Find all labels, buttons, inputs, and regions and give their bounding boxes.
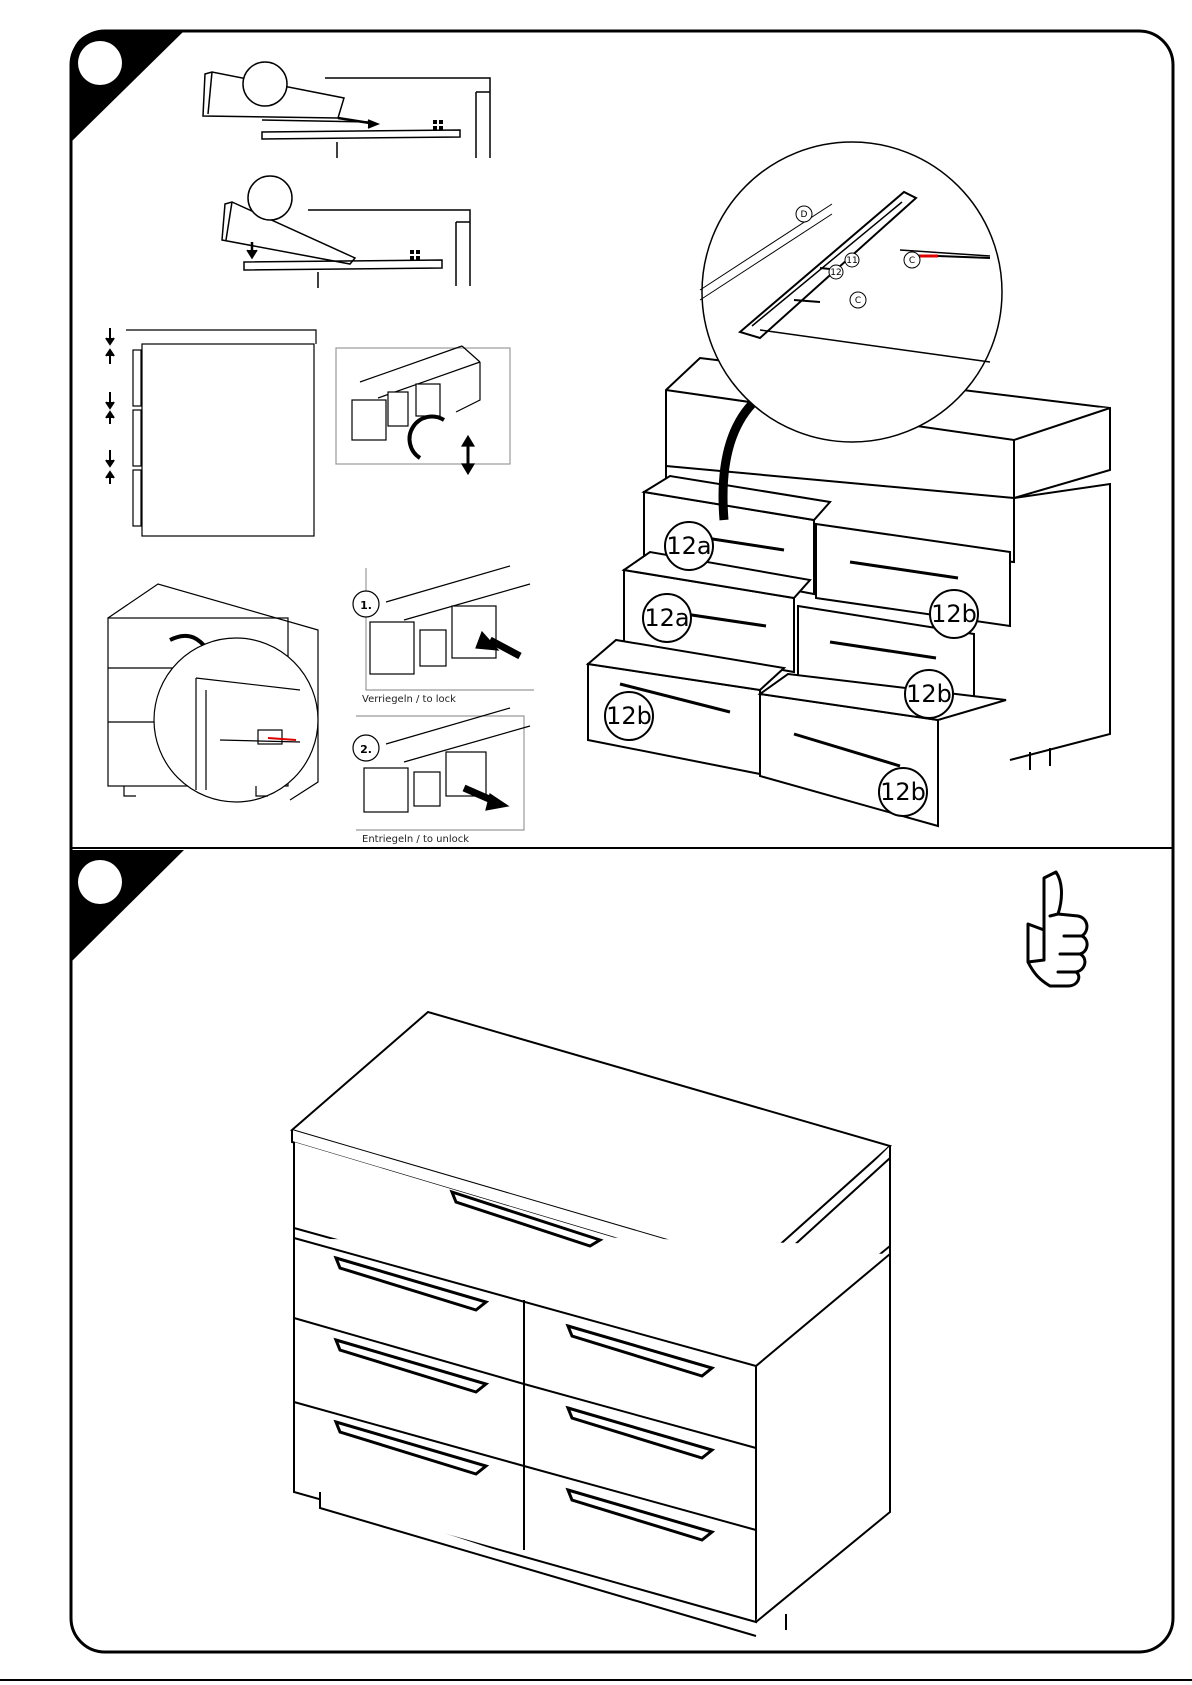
front-gap-diagram [106,328,316,536]
drawer-label-12a-1: 12a [666,532,711,560]
unlock-detail: 2. Entriegeln / to unlock [353,708,530,845]
drawer-label-12a-2: 12a [644,604,689,632]
callout-c-1: C [909,256,915,266]
step-panel-bottom [71,850,1087,1636]
drawer-label-12b-3: 12b [606,702,652,730]
drawer-insert-diagram-1 [203,62,490,158]
callout-d: D [801,210,808,220]
drawer-label-12b-1: 12b [931,600,977,628]
step-badge-bottom [71,850,184,962]
height-adjust-detail [336,346,510,474]
drawer-label-12b-4: 12b [880,778,926,806]
callout-11: 11 [846,256,857,266]
lock-caption: Verriegeln / to lock [362,694,456,705]
drawer-label-12b-2: 12b [906,680,952,708]
lock-detail: 1. Verriegeln / to lock [353,566,534,705]
assembled-dresser [292,1012,890,1636]
sequence-label-1: 1. [360,599,372,612]
drawer-insert-diagram-2 [222,176,470,288]
thumbs-up-icon [1028,872,1087,986]
sequence-label-2: 2. [360,743,372,756]
screw-detail-magnifier: D C C 11 12 [700,142,1002,442]
step-panel-top: 1. Verriegeln / to lock 2. Entriegeln / … [71,31,1110,845]
step-badge-top [71,31,184,142]
drawer-removal-overview [108,584,318,802]
unlock-caption: Entriegeln / to unlock [362,834,469,845]
callout-c-2: C [855,296,861,306]
callout-12: 12 [830,268,841,278]
